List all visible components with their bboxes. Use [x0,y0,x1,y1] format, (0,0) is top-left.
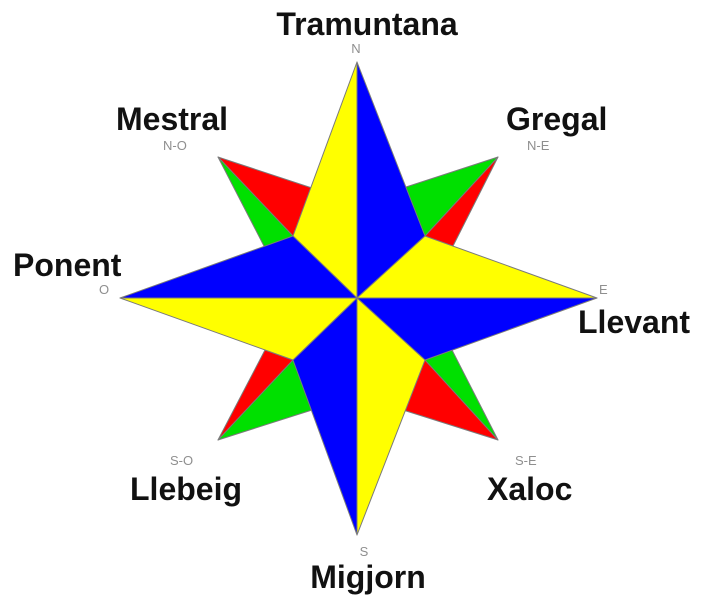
wind-name-south: Migjorn [310,559,426,595]
abbr-northwest: N-O [163,138,187,153]
wind-name-northwest: Mestral [116,101,228,137]
wind-name-east: Llevant [578,304,690,340]
wind-name-north: Tramuntana [276,6,458,42]
wind-name-northeast: Gregal [506,101,607,137]
abbr-south: S [360,544,369,559]
abbr-east: E [599,282,608,297]
abbr-southwest: S-O [170,453,193,468]
wind-name-southwest: Llebeig [130,471,242,507]
abbr-north: N [351,41,360,56]
wind-name-west: Ponent [13,247,122,283]
abbr-northeast: N-E [527,138,550,153]
wind-name-southeast: Xaloc [487,471,572,507]
abbr-southeast: S-E [515,453,537,468]
abbr-west: O [99,282,109,297]
